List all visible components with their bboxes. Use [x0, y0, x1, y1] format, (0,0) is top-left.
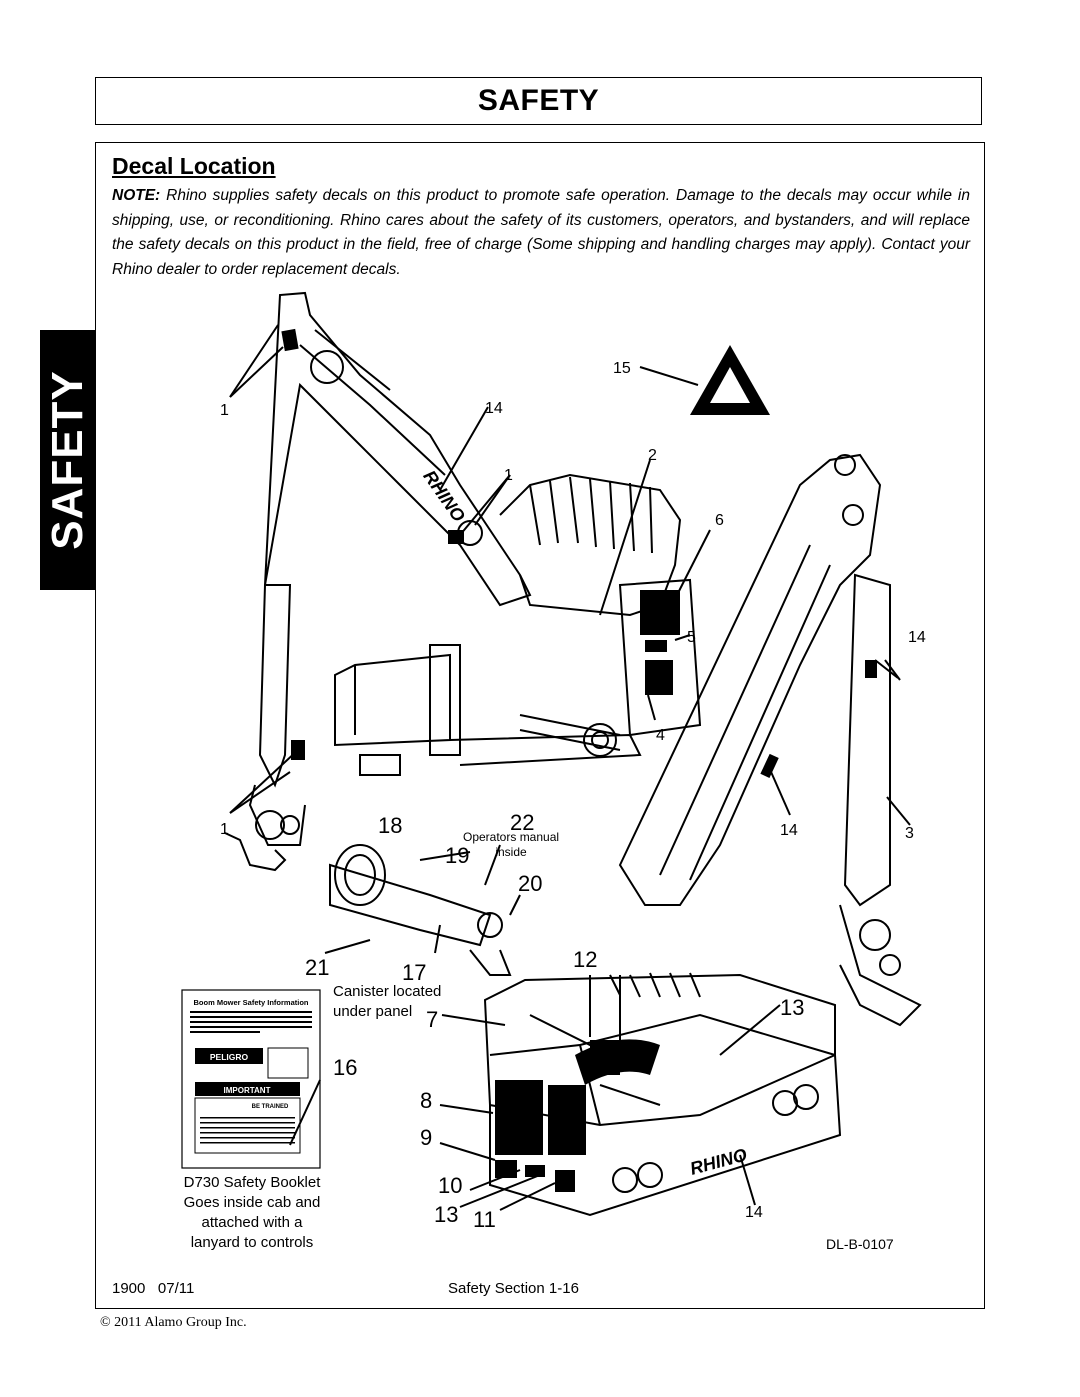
callout-11: 11	[473, 1207, 496, 1232]
side-tab-label: SAFETY	[43, 370, 92, 550]
drawing-code: DL-B-0107	[826, 1236, 894, 1252]
callout-21: 21	[305, 955, 329, 980]
peligro-label: PELIGRO	[210, 1052, 249, 1062]
callout-numbers: 1 14 1 15 2 6 5 4 14 14 3 1 18 22 19 20 …	[220, 360, 926, 1232]
callout-14a: 14	[485, 400, 503, 417]
callout-1b: 1	[504, 467, 513, 484]
be-trained-label: BE TRAINED	[252, 1104, 289, 1110]
canister-note: Canister located under panel	[333, 982, 441, 1022]
booklet-note-line-1: D730 Safety Booklet	[183, 1174, 321, 1191]
canister-note-line-1: Canister located	[333, 983, 442, 1000]
callout-17: 17	[402, 960, 426, 985]
footer-model: 1900	[112, 1280, 146, 1297]
booklet-note-line-3: attached with a	[201, 1214, 303, 1231]
booklet-card-title: Boom Mower Safety Information	[193, 998, 308, 1007]
callout-20: 20	[518, 871, 542, 896]
operators-manual-line-1: Operators manual	[463, 830, 560, 844]
booklet-note-line-2: Goes inside cab and	[183, 1194, 321, 1211]
callout-13b: 13	[434, 1202, 458, 1227]
operators-manual-line-2: inside	[495, 845, 527, 859]
callout-4: 4	[656, 727, 665, 744]
decal-markers	[281, 328, 877, 1192]
callout-8: 8	[420, 1088, 432, 1113]
callout-5: 5	[687, 629, 696, 646]
callout-12: 12	[573, 947, 597, 972]
callout-arrows	[229, 324, 911, 1211]
machine-drawing	[224, 291, 922, 1217]
callout-1a: 1	[220, 402, 229, 419]
callout-19: 19	[445, 843, 469, 868]
page-header: SAFETY	[95, 77, 982, 125]
note-prefix: NOTE:	[112, 187, 161, 204]
safety-booklet-card: Boom Mower Safety Information PELIGRO IM…	[181, 989, 321, 1169]
callout-22: 22	[510, 810, 534, 835]
copyright: © 2011 Alamo Group Inc.	[100, 1315, 247, 1330]
header-title: SAFETY	[477, 84, 600, 117]
callout-13a: 13	[780, 995, 804, 1020]
callout-7: 7	[426, 1007, 438, 1032]
callout-2: 2	[648, 447, 657, 464]
footer-section: Safety Section 1-16	[448, 1280, 579, 1297]
note-paragraph: NOTE: Rhino supplies safety decals on th…	[112, 184, 970, 282]
callout-14d: 14	[745, 1204, 763, 1221]
callout-9: 9	[420, 1125, 432, 1150]
canister-note-line-2: under panel	[333, 1003, 413, 1020]
callout-3: 3	[905, 825, 914, 842]
callout-14c: 14	[780, 822, 798, 839]
callout-15: 15	[613, 360, 631, 377]
decal-location-illustration: Boom Mower Safety Information PELIGRO IM…	[181, 291, 926, 1232]
smv-triangle-icon	[690, 345, 770, 415]
footer-model-date: 1900 07/11	[112, 1280, 194, 1297]
operators-manual-note: Operators manual inside	[463, 830, 559, 860]
booklet-note-line-4: lanyard to controls	[190, 1234, 314, 1251]
section-title: Decal Location	[112, 153, 276, 179]
booklet-note: D730 Safety Booklet Goes inside cab and …	[162, 1173, 342, 1253]
content-frame	[95, 142, 985, 1309]
note-text: Rhino supplies safety decals on this pro…	[112, 187, 970, 278]
callout-16: 16	[333, 1055, 357, 1080]
callout-10: 10	[438, 1173, 462, 1198]
important-label: IMPORTANT	[224, 1086, 271, 1095]
callout-1c: 1	[220, 821, 229, 838]
footer-date: 07/11	[157, 1280, 195, 1297]
side-tab: SAFETY	[40, 330, 96, 590]
callout-14b: 14	[908, 629, 926, 646]
callout-6: 6	[715, 512, 724, 529]
callout-18: 18	[378, 813, 402, 838]
